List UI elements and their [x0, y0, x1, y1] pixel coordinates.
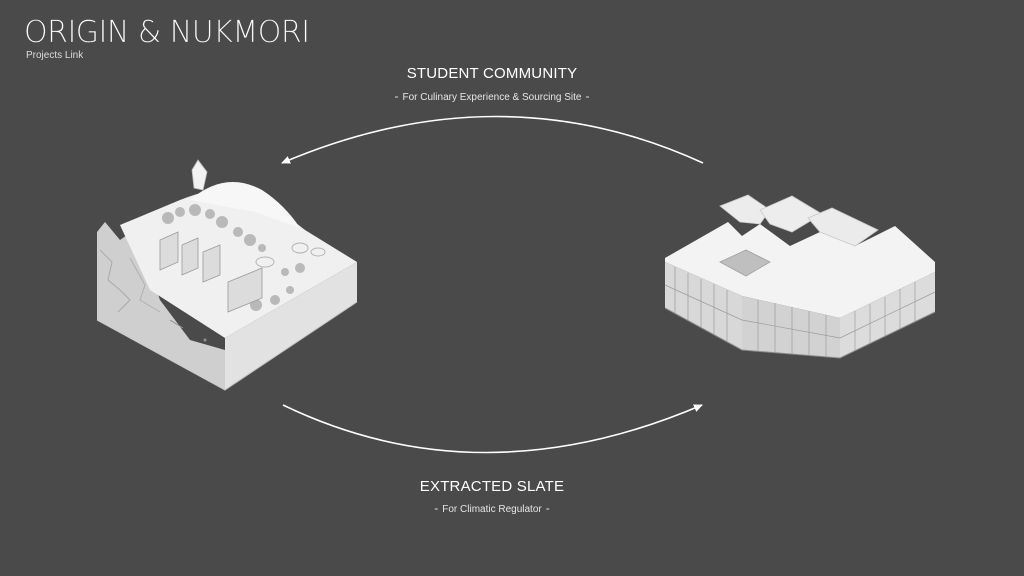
bottom-link-heading: EXTRACTED SLATE — [419, 478, 565, 495]
dash-right: - — [545, 501, 550, 515]
bottom-arrow — [282, 404, 703, 454]
page-subtitle: Projects Link — [26, 50, 84, 61]
dash-left: - — [394, 89, 399, 103]
top-arrow — [281, 115, 704, 164]
bottom-link-description-row: -For Climatic Regulator- — [292, 501, 692, 515]
building-model-illustration — [664, 194, 936, 359]
top-link-description: For Culinary Experience & Sourcing Site — [402, 92, 582, 103]
page-title: ORIGIN & NUKMORI — [24, 15, 310, 50]
dash-right: - — [585, 89, 590, 103]
bottom-link-description: For Climatic Regulator — [442, 504, 542, 515]
top-link-description-row: -For Culinary Experience & Sourcing Site… — [292, 89, 692, 103]
top-link-heading: STUDENT COMMUNITY — [406, 65, 578, 82]
site-model-illustration — [96, 159, 358, 391]
dash-left: - — [434, 501, 439, 515]
